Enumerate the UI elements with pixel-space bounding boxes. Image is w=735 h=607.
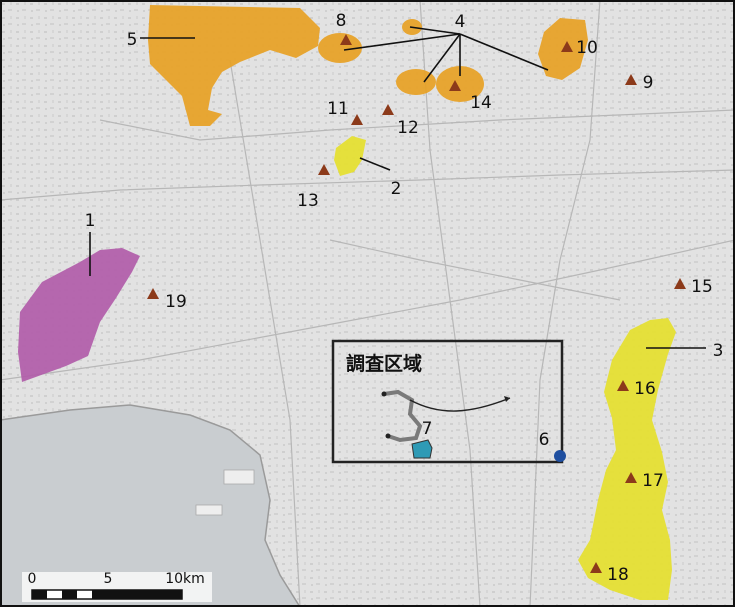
site-19-marker <box>147 288 159 299</box>
site-14-label: 14 <box>470 93 492 113</box>
site-19-label: 19 <box>165 292 187 312</box>
site-13-label: 13 <box>297 191 319 211</box>
site-12-label: 12 <box>397 118 419 138</box>
scale-tick-5: 5 <box>104 571 113 587</box>
region-5-zone <box>148 5 320 126</box>
region-4-label: 4 <box>455 12 466 32</box>
region-1-label: 1 <box>85 211 96 231</box>
region-4-zone-c <box>396 69 436 95</box>
region-3-label: 3 <box>713 341 724 361</box>
site-10-marker <box>561 41 573 52</box>
scale-bar: 0 5 10km <box>22 571 212 602</box>
survey-area-label: 調査区域 <box>346 352 422 375</box>
site-18-marker <box>590 562 602 573</box>
site-6-marker[interactable] <box>554 450 566 462</box>
port-island <box>223 469 255 485</box>
site-13-marker <box>318 164 330 175</box>
area-7-polygon[interactable] <box>411 439 433 459</box>
site-8-label: 8 <box>336 11 347 31</box>
site-16-marker <box>617 380 629 391</box>
region-5-label: 5 <box>127 30 138 50</box>
site-10-label: 10 <box>576 38 598 58</box>
scale-tick-10: 10km <box>165 571 205 587</box>
site-7-label: 7 <box>422 419 433 439</box>
site-17-label: 17 <box>642 471 664 491</box>
site-18-label: 18 <box>607 565 629 585</box>
site-markers <box>147 34 686 573</box>
leader-lines <box>89 26 706 349</box>
site-12-marker <box>382 104 394 115</box>
sea-area <box>0 405 300 607</box>
site-11-marker <box>351 114 363 125</box>
site-9-marker <box>625 74 637 85</box>
route-start-marker <box>381 391 387 397</box>
site-15-marker <box>674 278 686 289</box>
region-3-zone <box>578 318 676 600</box>
region-2-zone <box>334 136 366 176</box>
site-16-label: 16 <box>634 379 656 399</box>
region-2-label: 2 <box>391 179 402 199</box>
site-8-marker <box>340 34 352 45</box>
site-6-label: 6 <box>539 430 550 450</box>
region-1-zone <box>18 248 140 382</box>
site-17-marker <box>625 472 637 483</box>
port-island <box>195 504 223 516</box>
route-end-marker <box>385 433 391 439</box>
region-4-zone-a <box>318 33 362 63</box>
survey-route-black <box>409 397 511 412</box>
survey-area-box[interactable] <box>331 339 564 464</box>
scale-tick-0: 0 <box>28 571 37 587</box>
site-9-label: 9 <box>643 73 654 93</box>
route-arrowhead <box>504 396 510 402</box>
site-15-label: 15 <box>691 277 713 297</box>
coastline <box>0 404 301 607</box>
region-4-zone-d <box>436 66 484 102</box>
site-11-label: 11 <box>327 99 349 119</box>
site-14-marker <box>449 80 461 91</box>
survey-route-gray <box>383 389 423 443</box>
